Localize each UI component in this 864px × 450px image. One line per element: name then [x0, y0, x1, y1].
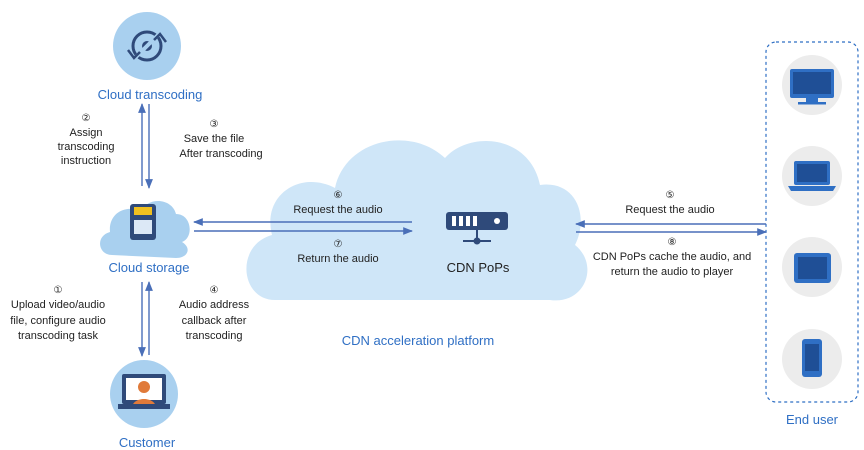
svg-text:②: ②	[82, 113, 91, 124]
cloud-storage-node: Cloud storage	[100, 200, 190, 275]
svg-text:⑤: ⑤	[666, 190, 675, 201]
svg-text:⑧: ⑧	[668, 237, 677, 248]
svg-text:Upload video/audio: Upload video/audio	[11, 299, 105, 311]
svg-text:①: ①	[54, 285, 63, 296]
cdn-platform-label: CDN acceleration platform	[342, 333, 494, 348]
svg-text:return the audio to player: return the audio to player	[611, 266, 734, 278]
customer-label: Customer	[119, 435, 176, 450]
step-1-label: ① Upload video/audio file, configure aud…	[10, 285, 105, 342]
user-computer-icon	[118, 374, 170, 409]
storage-card-icon	[130, 204, 156, 240]
cdn-cloud	[246, 140, 588, 301]
svg-text:④: ④	[210, 285, 219, 296]
svg-text:transcoding: transcoding	[186, 330, 243, 342]
svg-text:Request the audio: Request the audio	[625, 204, 714, 216]
server-icon	[446, 212, 508, 245]
cloud-storage-label: Cloud storage	[109, 260, 190, 275]
svg-text:⑦: ⑦	[334, 239, 343, 250]
step-4-label: ④ Audio address callback after transcodi…	[179, 285, 250, 342]
step-2-label: ② Assign transcoding instruction	[58, 113, 115, 167]
tablet-icon	[794, 253, 831, 283]
svg-text:Request the audio: Request the audio	[293, 204, 382, 216]
svg-text:file, configure audio: file, configure audio	[10, 315, 105, 327]
cdn-pops-node: CDN PoPs	[446, 212, 510, 275]
flow-arrows	[138, 103, 767, 357]
svg-text:Assign: Assign	[69, 127, 102, 139]
step-5-label: ⑤ Request the audio	[625, 190, 714, 216]
svg-text:Save the file: Save the file	[184, 133, 245, 145]
step-3-label: ③ Save the file After transcoding	[179, 119, 262, 160]
svg-text:CDN PoPs cache the audio, and: CDN PoPs cache the audio, and	[593, 251, 751, 263]
step-7-label: ⑦ Return the audio	[297, 239, 378, 265]
laptop-icon	[788, 161, 836, 191]
end-user-label: End user	[786, 412, 839, 427]
monitor-icon	[790, 69, 834, 105]
cloud-transcoding-node: Cloud transcoding	[98, 12, 203, 102]
customer-node: Customer	[110, 360, 178, 450]
svg-text:instruction: instruction	[61, 155, 111, 167]
svg-text:Audio address: Audio address	[179, 299, 250, 311]
svg-text:⑥: ⑥	[334, 190, 343, 201]
transcoding-icon	[127, 30, 167, 62]
svg-text:transcoding: transcoding	[58, 141, 115, 153]
svg-text:Return the audio: Return the audio	[297, 253, 378, 265]
end-user-panel: End user	[765, 41, 859, 427]
cloud-transcoding-label: Cloud transcoding	[98, 87, 203, 102]
step-6-label: ⑥ Request the audio	[293, 190, 382, 216]
svg-text:callback after: callback after	[182, 315, 247, 327]
svg-text:③: ③	[210, 119, 219, 130]
phone-icon	[802, 339, 822, 377]
svg-text:After transcoding: After transcoding	[179, 148, 262, 160]
step-8-label: ⑧ CDN PoPs cache the audio, and return t…	[593, 237, 751, 278]
svg-text:transcoding task: transcoding task	[18, 330, 99, 342]
cdn-pops-label: CDN PoPs	[447, 260, 510, 275]
